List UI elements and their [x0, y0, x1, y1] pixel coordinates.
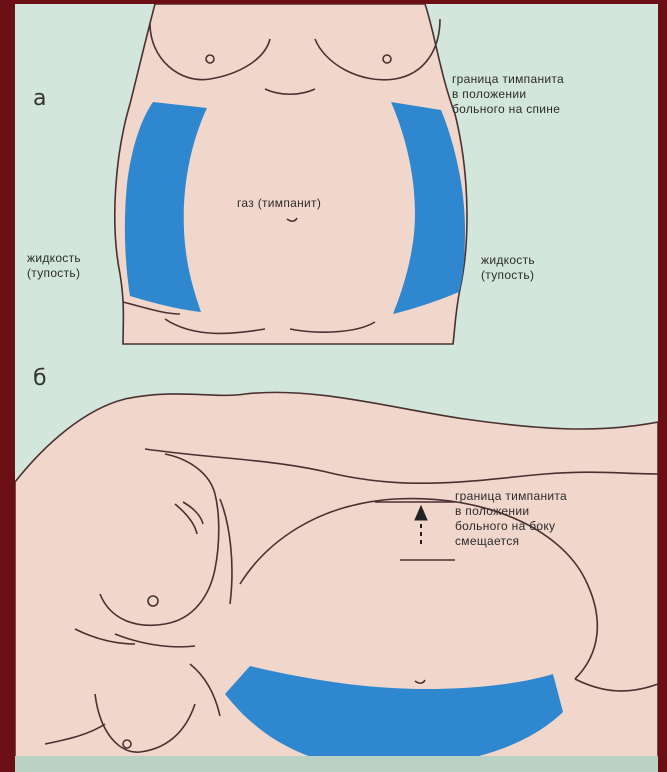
- panel-a-fluid-left-line-1: жидкость: [27, 251, 81, 266]
- panel-b-letter: б: [33, 366, 47, 391]
- illustration-panel: а граница тимпанита в положении больного…: [15, 4, 658, 772]
- panel-a-fluid-left-line-2: (тупость): [27, 266, 81, 281]
- panel-a-border-label: граница тимпанита в положении больного н…: [452, 72, 564, 117]
- panel-b-border-label-line-4: смещается: [455, 534, 567, 549]
- panel-b-border-label: граница тимпанита в положении больного н…: [455, 489, 567, 549]
- panel-a-fluid-left-label: жидкость (тупость): [27, 251, 81, 281]
- panel-a-fluid-right-line-2: (тупость): [481, 268, 535, 283]
- panel-a-border-label-line-1: граница тимпанита: [452, 72, 564, 87]
- panel-a-gas-label: газ (тимпанит): [237, 196, 321, 211]
- panel-b-border-label-line-3: больного на боку: [455, 519, 567, 534]
- panel-a-border-label-line-3: больного на спине: [452, 102, 564, 117]
- panel-b-surface: [15, 756, 658, 772]
- panel-a-fluid-right-label: жидкость (тупость): [481, 253, 535, 283]
- panel-a-letter: а: [33, 86, 46, 111]
- panel-a-fluid-right-line-1: жидкость: [481, 253, 535, 268]
- ascites-illustration: [15, 4, 658, 772]
- panel-b-border-label-line-1: граница тимпанита: [455, 489, 567, 504]
- panel-a-border-label-line-2: в положении: [452, 87, 564, 102]
- panel-b-border-label-line-2: в положении: [455, 504, 567, 519]
